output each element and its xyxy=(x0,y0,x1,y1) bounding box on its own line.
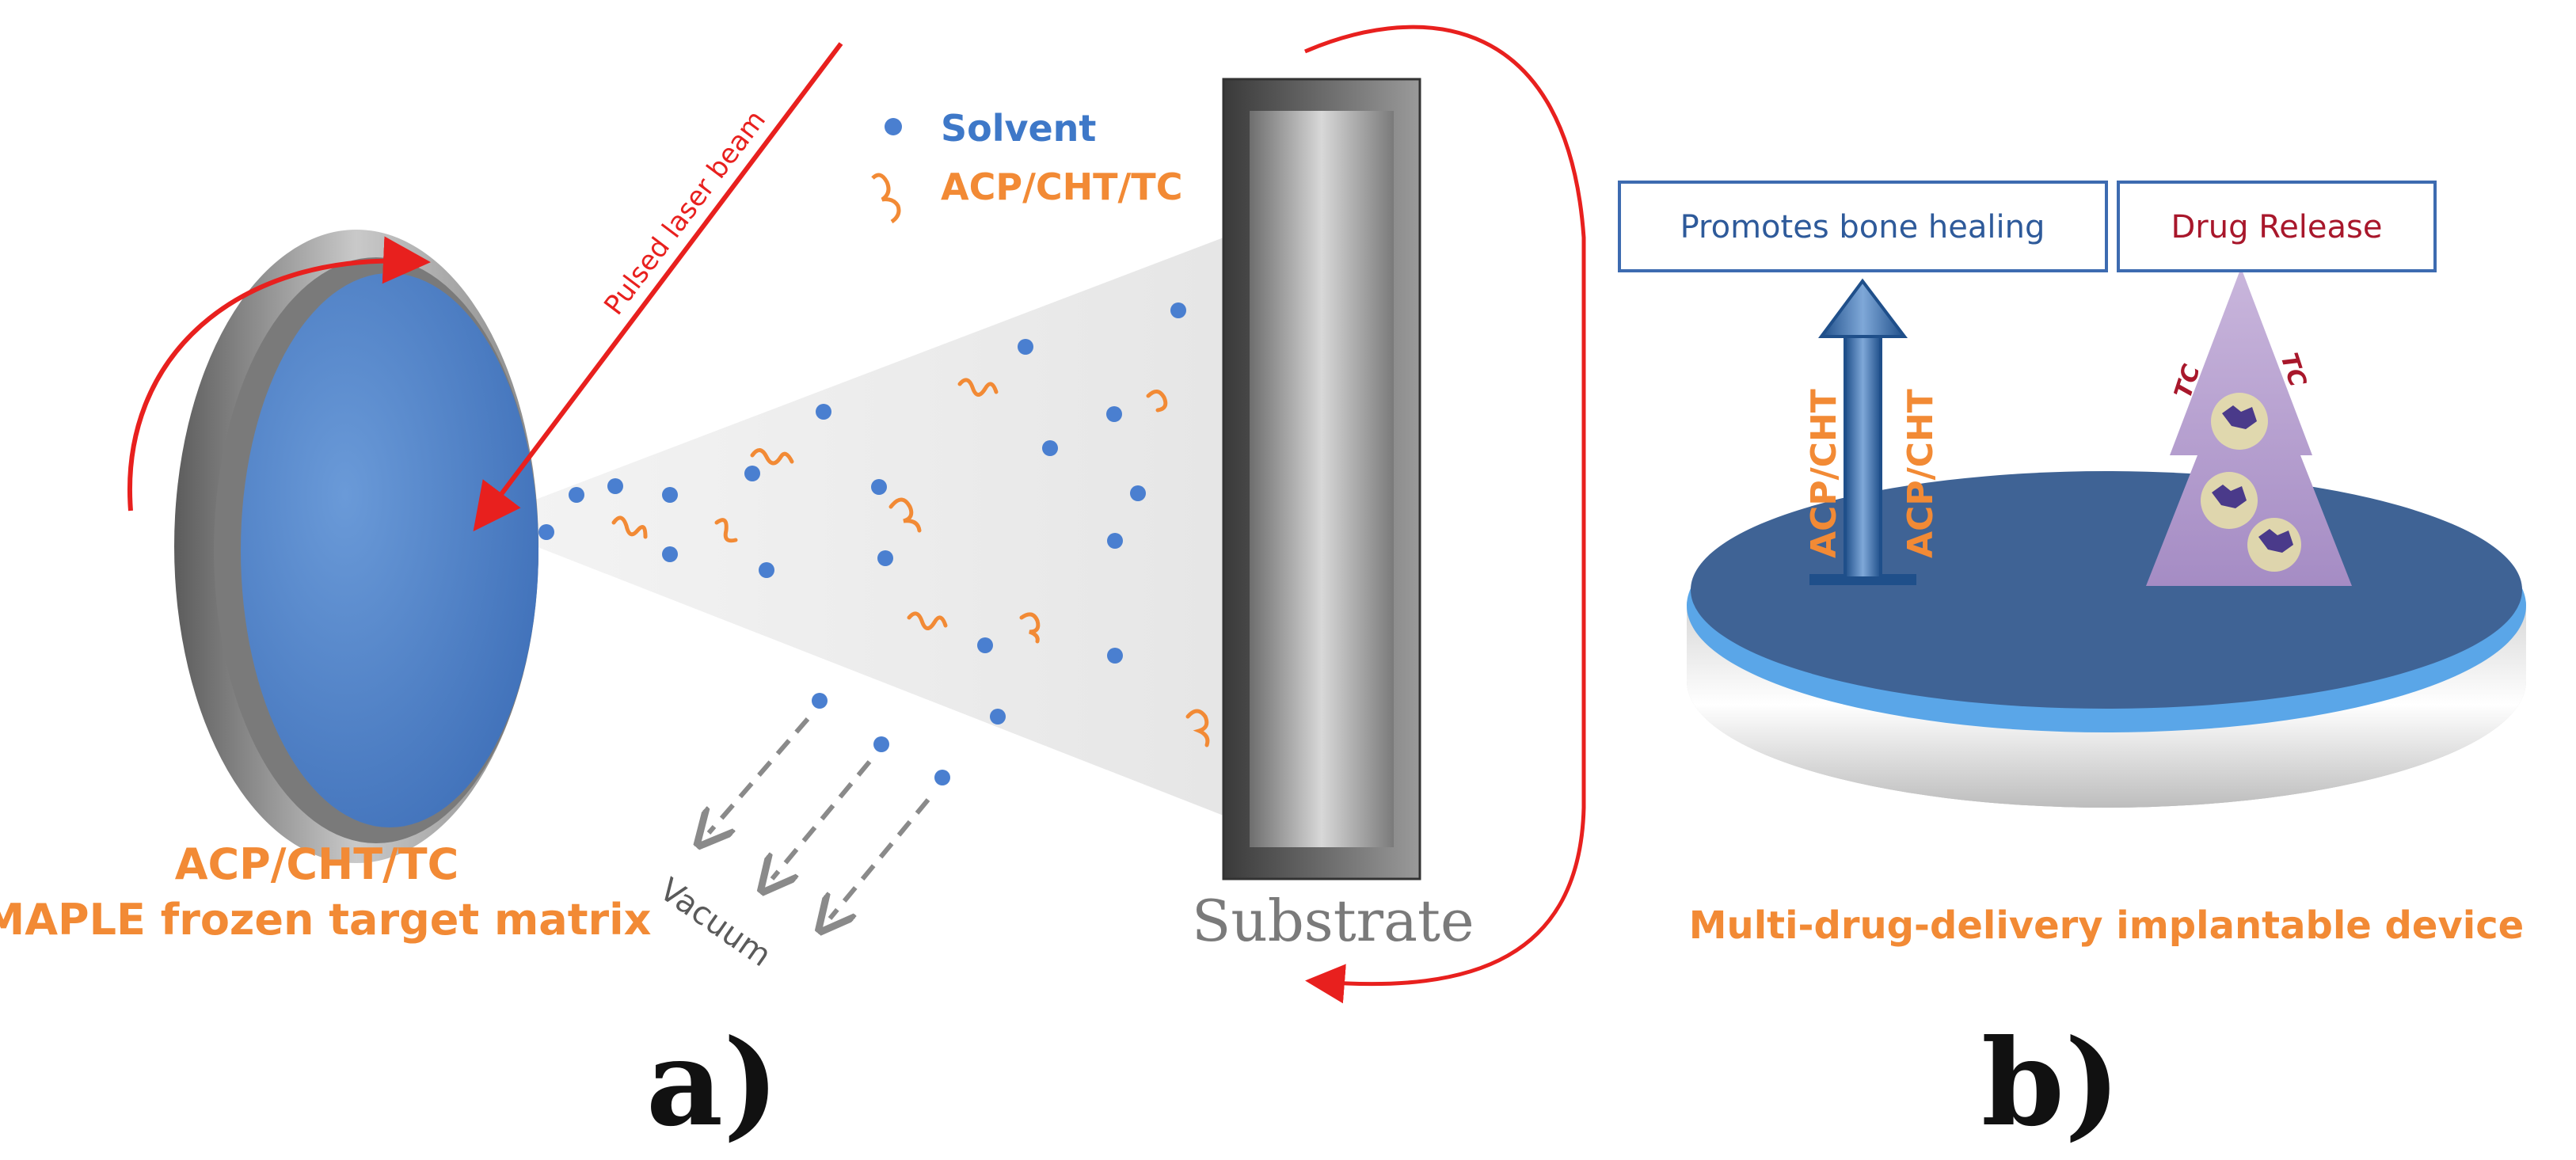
ablation-plume xyxy=(475,238,1223,816)
box-drug-release xyxy=(2117,181,2437,272)
up-arrow-icon xyxy=(1809,278,1916,585)
implant-device xyxy=(1687,471,2526,808)
legend: Solvent ACP/CHT/TC xyxy=(871,107,1182,224)
vacuum-label: Vacuum xyxy=(653,872,778,975)
arrow-label-left: ACP/CHT xyxy=(1804,389,1844,558)
drug-particle xyxy=(2201,472,2258,529)
drug-particle xyxy=(2211,393,2268,450)
substrate-rotation-arrow-icon xyxy=(1304,25,1586,1004)
panel-a-label: a) xyxy=(646,1014,779,1153)
drug-release-cone xyxy=(2146,268,2352,586)
laser-arrow-icon xyxy=(473,42,843,532)
vacuum-arrow-icon xyxy=(709,717,810,833)
panel-b: ACP/CHT ACP/CHT TC TC Promotes bone heal… xyxy=(1618,181,2526,1153)
panel-a: Pulsed laser beam Solvent ACP/CHT/TC xyxy=(0,25,1586,1153)
target-label-line1: ACP/CHT/TC xyxy=(175,839,459,889)
solvent-particles xyxy=(538,302,1186,785)
maple-target xyxy=(174,230,538,863)
legend-solvent-marker xyxy=(885,118,902,135)
vacuum-arrows xyxy=(709,717,930,918)
laser-label: Pulsed laser beam xyxy=(598,105,772,321)
box-right-label: Drug Release xyxy=(2171,209,2383,245)
rotation-arrow-icon xyxy=(127,236,431,512)
legend-polymer-label: ACP/CHT/TC xyxy=(941,165,1182,208)
drug-particle xyxy=(2247,518,2301,572)
substrate xyxy=(1222,78,1421,880)
device-label: Multi-drug-delivery implantable device xyxy=(1689,903,2524,948)
legend-solvent-label: Solvent xyxy=(941,107,1096,150)
box-left-label: Promotes bone healing xyxy=(1680,209,2045,245)
box-promotes-bone-healing xyxy=(1618,181,2108,272)
arrow-label-right: ACP/CHT xyxy=(1901,389,1941,558)
panel-b-label: b) xyxy=(1981,1014,2121,1153)
vacuum-arrow-icon xyxy=(772,760,872,879)
legend-polymer-marker xyxy=(871,173,901,224)
target-label-line2: MAPLE frozen target matrix xyxy=(0,895,652,945)
substrate-label: Substrate xyxy=(1192,888,1474,954)
vacuum-arrow-icon xyxy=(830,798,930,918)
